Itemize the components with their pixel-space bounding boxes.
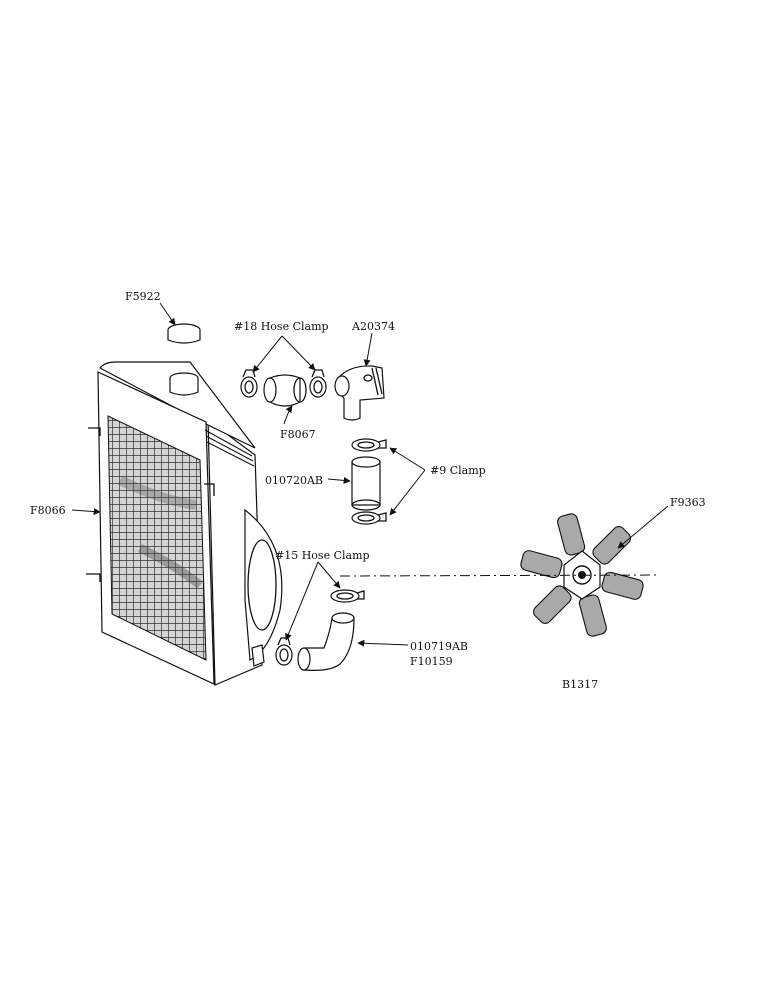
- figure-number: B1317: [562, 678, 598, 691]
- label-hose-clamp-15: #15 Hose Clamp: [275, 549, 370, 562]
- lower-hose-elbow: [297, 612, 355, 671]
- label-010719ab: 010719AB: [410, 640, 468, 653]
- label-a20374: A20374: [351, 320, 395, 333]
- straight-hose: [351, 456, 381, 511]
- label-clamp-9: #9 Clamp: [430, 464, 486, 477]
- hose-clamp-18-left: [240, 369, 258, 398]
- leader-lines: [71, 302, 669, 647]
- hose-clamp-15-top: [330, 589, 365, 603]
- label-f9363: F9363: [670, 496, 706, 509]
- radiator-cap: [167, 323, 201, 344]
- label-f8066: F8066: [30, 504, 66, 517]
- label-f10159: F10159: [410, 655, 453, 668]
- label-f8067: F8067: [280, 428, 316, 441]
- label-f5922: F5922: [125, 290, 161, 303]
- hose-clamp-15-left: [275, 637, 293, 666]
- clamp-9-bottom: [351, 511, 387, 525]
- hose-clamp-18-right: [309, 369, 327, 398]
- clamp-9-top: [351, 438, 387, 452]
- water-outlet: [334, 365, 385, 421]
- fan-center-line: [339, 574, 661, 577]
- label-hose-clamp-18: #18 Hose Clamp: [234, 320, 329, 333]
- upper-hose: [263, 374, 307, 407]
- radiator: [86, 361, 283, 686]
- label-010720ab: 010720AB: [265, 474, 323, 487]
